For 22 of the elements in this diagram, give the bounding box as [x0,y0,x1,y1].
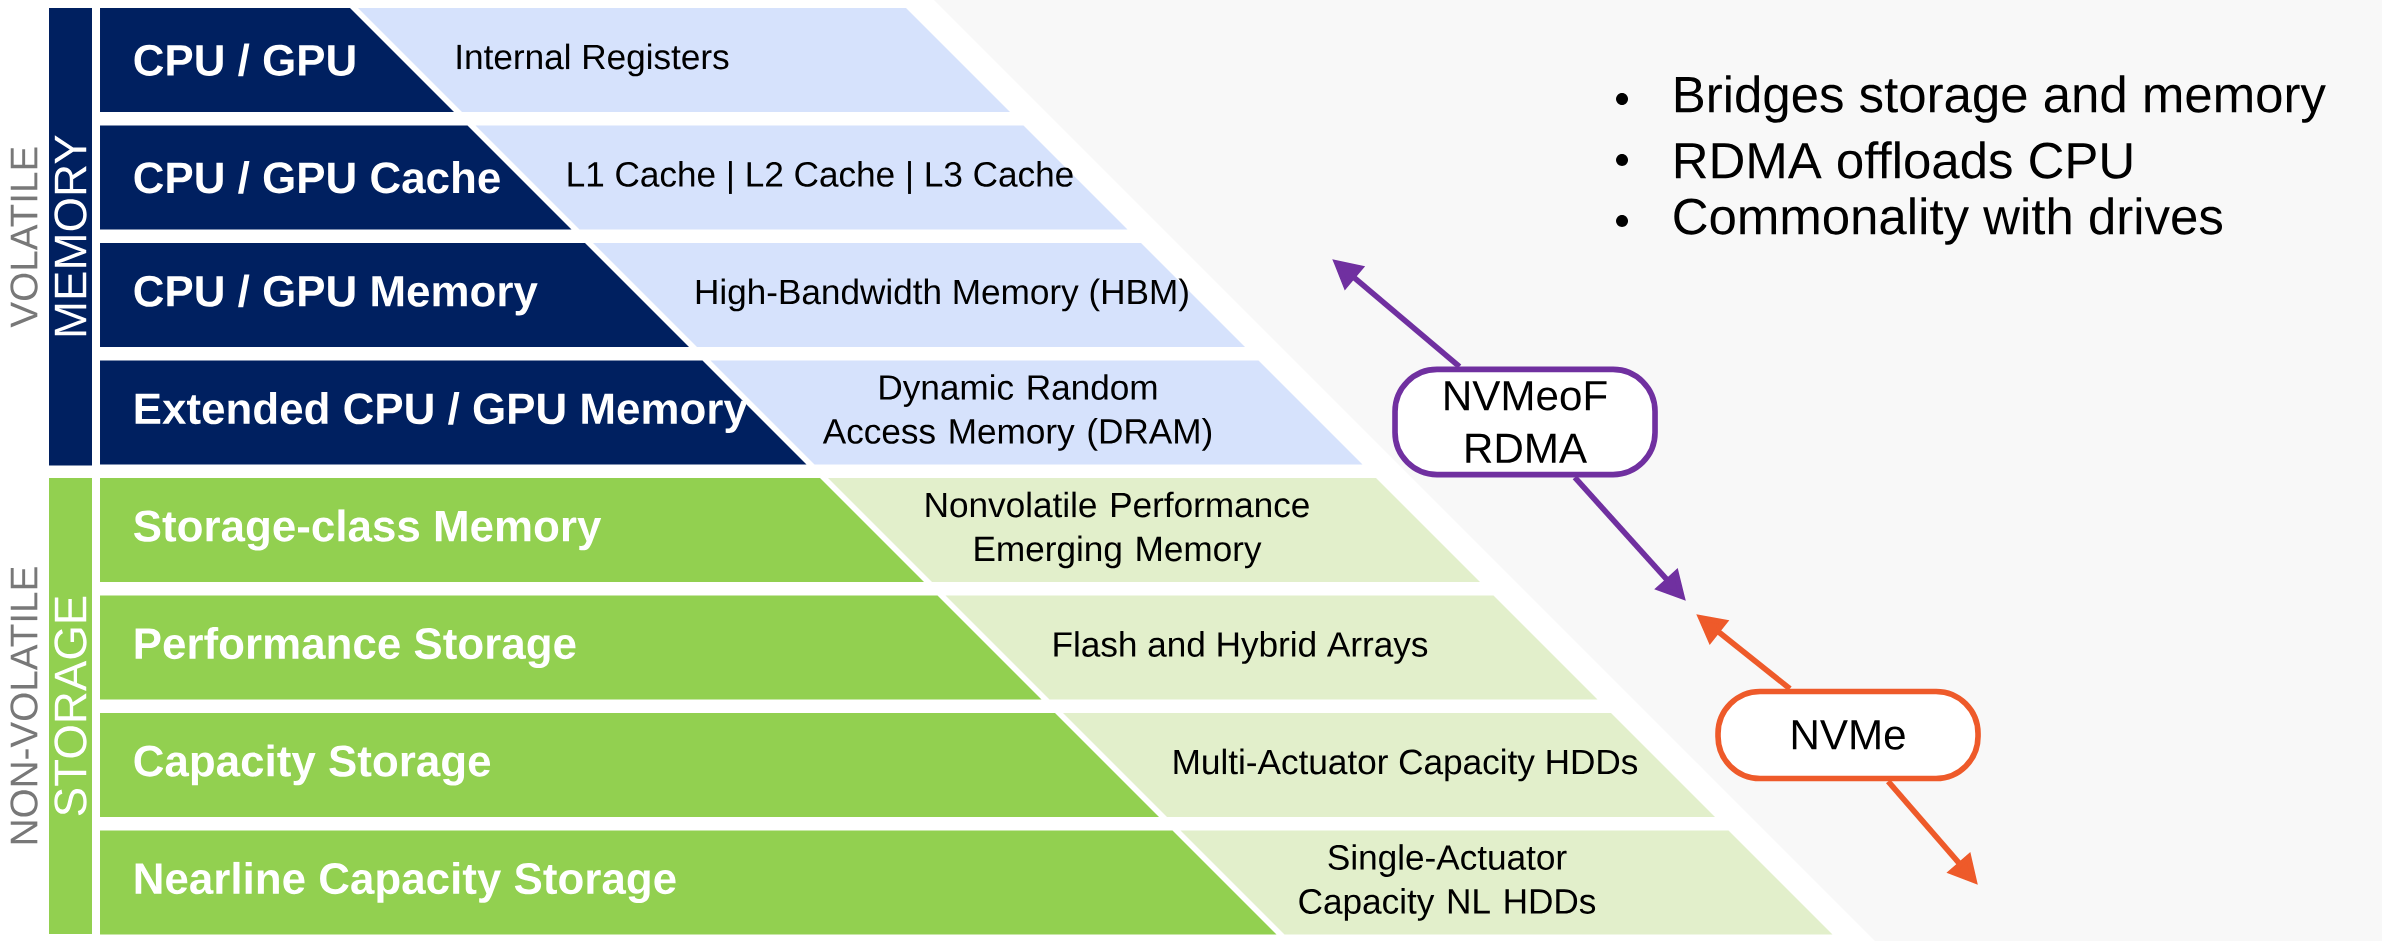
node-label: VOLATILE [10,147,38,328]
bullet-item: Bridges storage and memory [1616,75,2326,123]
bullet-item: Commonality with drives [1616,197,2222,245]
bullet-item: RDMA offloads CPU [1616,141,2132,179]
protocol-pill: NVMeoF RDMA [1392,366,1658,478]
tier-description-band: Multi-Actuator Capacity HDDs [1063,713,1716,817]
tier-label-band: CPU / GPU [100,8,454,112]
node-label: NON-VOLATILE [10,567,38,844]
category-bar: STORAGE NON-VOLATILE [10,478,92,934]
tier-description-band: Flash and Hybrid Arrays [945,595,1598,700]
tier-label-band: CPU / GPU Memory [100,243,689,347]
category-bar: MEMORY VOLATILE [10,8,92,466]
tier-description-band: Single-Actuator Capacity NL HDDs [1180,830,1833,935]
tier-label-band: Nearline Capacity Storage [100,830,1277,935]
protocol-pill: NVMe [1715,688,1981,782]
tier-label-band: Performance Storage [100,595,1042,700]
tier-description-band: High-Bandwidth Memory (HBM) [593,243,1245,347]
tier-label-band: Extended CPU / GPU Memory [100,360,807,465]
tier-label-band: Capacity Storage [100,713,1159,817]
tier-description-band: Internal Registers [358,8,1010,112]
tier-label-band: Storage-class Memory [100,478,924,582]
tier-description-band: Nonvolatile Performance Emerging Memory [828,478,1480,582]
